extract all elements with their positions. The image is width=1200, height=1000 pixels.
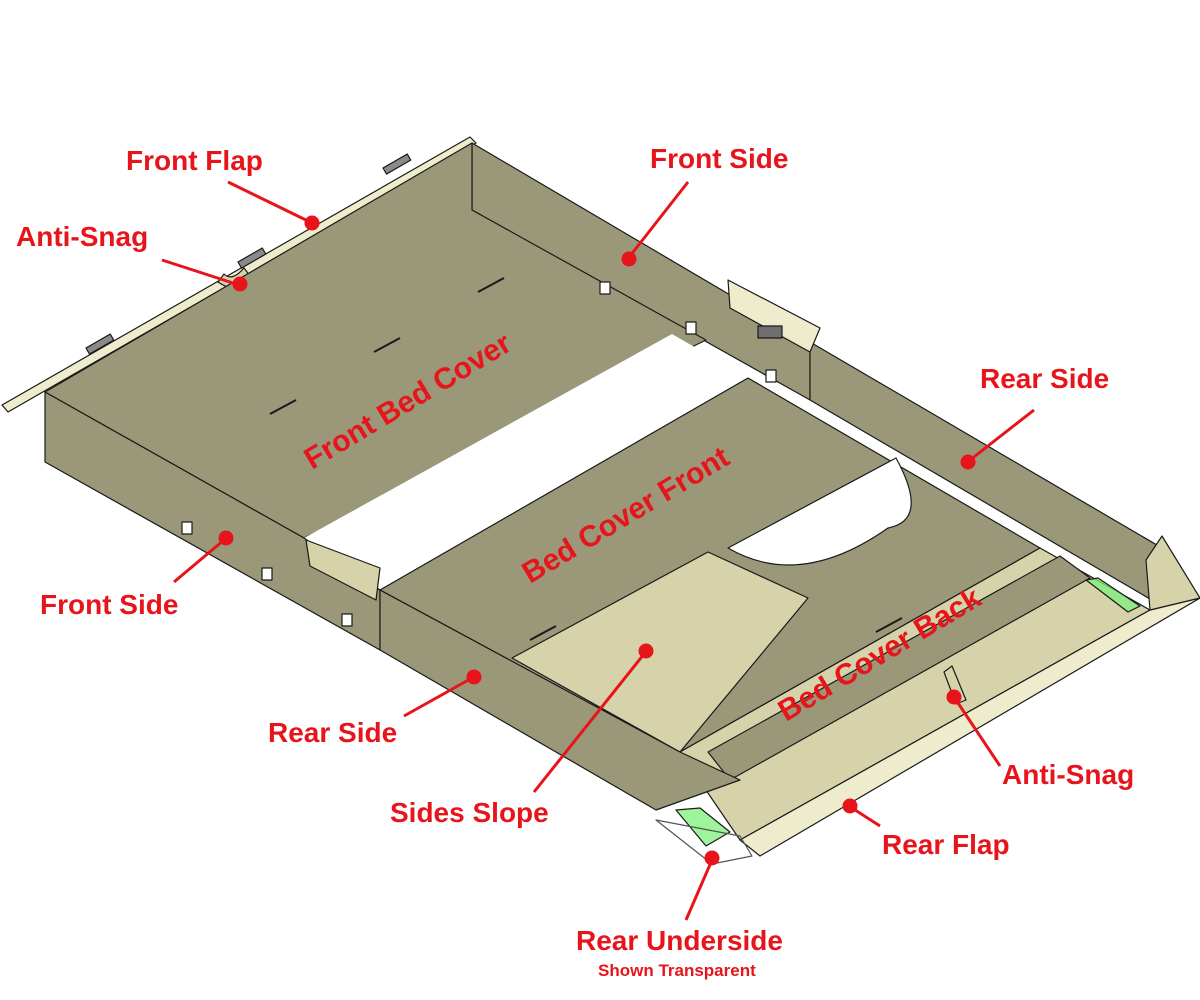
rear-flap	[739, 597, 1200, 857]
sides-slope-dot	[638, 643, 654, 659]
anti-snag-rear-dot	[946, 689, 962, 705]
rear-side-near-wall	[379, 589, 741, 811]
rear-side-right-dot	[960, 454, 976, 470]
rear-underside-dot	[704, 850, 720, 866]
rear-underside-part-right	[1085, 577, 1141, 613]
bed-cover-back-top	[707, 555, 1091, 781]
label-rear-side-right: Rear Side	[980, 363, 1109, 394]
label-rear-side-bottom: Rear Side	[268, 717, 397, 748]
label-anti-snag-front: Anti-Snag	[16, 221, 148, 252]
rear-side-bottom-dot	[466, 669, 482, 685]
sides-slope-panel	[511, 551, 809, 753]
assembly-model	[1, 136, 1200, 865]
front-flap-hinges	[85, 153, 412, 355]
gap-tab	[305, 539, 381, 601]
front-side-top-dot	[621, 251, 637, 267]
label-front-side-left: Front Side	[40, 589, 178, 620]
front-side-left-dot	[218, 530, 234, 546]
label-sides-slope: Sides Slope	[390, 797, 549, 828]
rear-underside-frame	[655, 819, 753, 865]
rear-underside-part	[675, 807, 731, 847]
front-flap-dot	[304, 215, 320, 231]
label-anti-snag-rear: Anti-Snag	[1002, 759, 1134, 790]
label-front-side-top: Front Side	[650, 143, 788, 174]
gap-opening	[304, 334, 748, 590]
hinge-block	[757, 325, 783, 339]
label-rear-underside-note: Shown Transparent	[598, 961, 756, 980]
semicircle-cutout	[727, 457, 912, 566]
label-rear-flap: Rear Flap	[882, 829, 1010, 860]
cover-slots	[269, 277, 903, 641]
rear-flap-dot	[842, 798, 858, 814]
wall-notches	[181, 281, 777, 627]
hinge-bracket	[727, 279, 821, 353]
label-front-flap: Front Flap	[126, 145, 263, 176]
anti-snag-front-dot	[232, 276, 248, 292]
leaders	[161, 180, 1035, 921]
rear-side-end	[1145, 535, 1200, 611]
label-rear-underside: Rear Underside	[576, 925, 783, 956]
